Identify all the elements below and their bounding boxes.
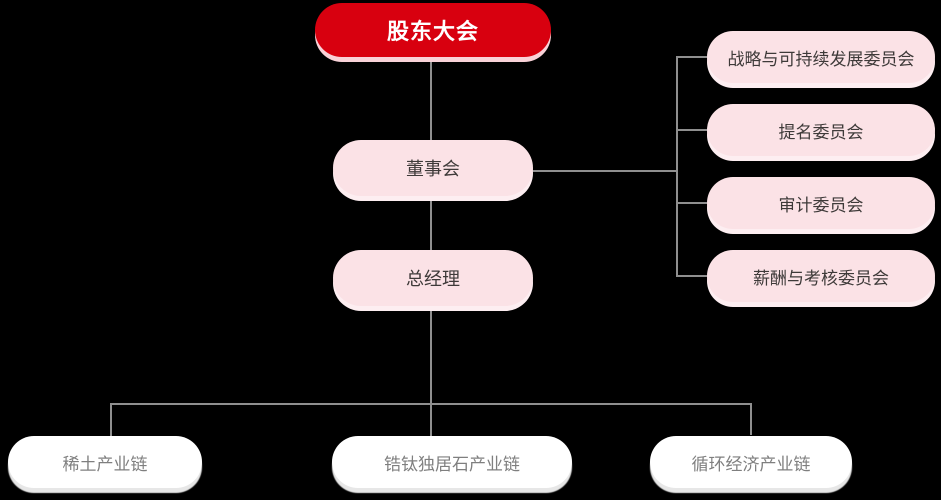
node-board-of-directors: 董事会 bbox=[333, 140, 533, 196]
connector-board-to-committees bbox=[533, 170, 678, 172]
connector-committees-trunk bbox=[676, 56, 678, 277]
node-committee-strategy-sustainable-development: 战略与可持续发展委员会 bbox=[707, 31, 935, 83]
node-general-manager: 总经理 bbox=[333, 250, 533, 306]
connector-drop-chain-left bbox=[110, 403, 112, 437]
node-committee-nomination: 提名委员会 bbox=[707, 104, 935, 156]
connector-stub-committee-4 bbox=[676, 275, 707, 277]
node-committee-audit: 审计委员会 bbox=[707, 177, 935, 229]
node-chain-zirconium-titanium-monazite: 锆钛独居石产业链 bbox=[332, 436, 572, 488]
connector-root-to-board bbox=[430, 57, 432, 141]
node-committee-remuneration-assessment: 薪酬与考核委员会 bbox=[707, 250, 935, 302]
connector-stub-committee-1 bbox=[676, 56, 707, 58]
connector-drop-chain-right bbox=[750, 403, 752, 435]
connector-board-to-gm bbox=[430, 196, 432, 251]
node-chain-circular-economy: 循环经济产业链 bbox=[650, 436, 852, 488]
node-chain-rare-earth: 稀土产业链 bbox=[8, 436, 202, 488]
connector-chains-horizontal bbox=[110, 403, 752, 405]
connector-stub-committee-3 bbox=[676, 202, 707, 204]
connector-gm-to-chains bbox=[430, 306, 432, 437]
node-shareholders-meeting: 股东大会 bbox=[315, 3, 551, 57]
connector-stub-committee-2 bbox=[676, 129, 707, 131]
